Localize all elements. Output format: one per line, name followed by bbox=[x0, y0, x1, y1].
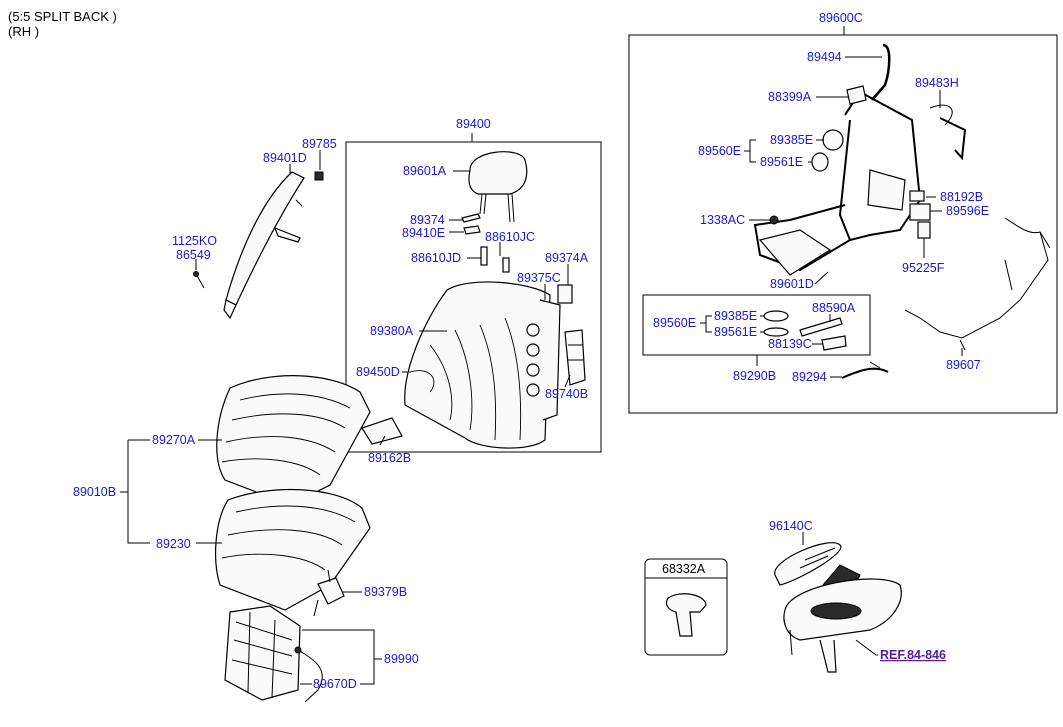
part-number-89401D: 89401D bbox=[263, 151, 307, 165]
diagram-title-side: (RH ) bbox=[8, 24, 40, 39]
part-number-95225F: 95225F bbox=[902, 261, 945, 275]
part-number-89410E: 89410E bbox=[402, 226, 445, 240]
part-number-89450D: 89450D bbox=[356, 365, 400, 379]
part-number-89385E-upper: 89385E bbox=[770, 133, 813, 147]
part-number-89380A: 89380A bbox=[370, 324, 414, 338]
leader-lines bbox=[120, 56, 963, 685]
frame-group-box bbox=[628, 34, 1058, 414]
reference-link[interactable]: REF.84-846 bbox=[880, 648, 946, 662]
part-number-89374: 89374 bbox=[410, 213, 445, 227]
diagram-title-variant: (5:5 SPLIT BACK ) bbox=[8, 9, 117, 24]
part-number-88192B: 88192B bbox=[940, 190, 983, 204]
part-number-89601D: 89601D bbox=[770, 277, 814, 291]
part-number-1125KO: 1125KO bbox=[172, 234, 217, 248]
part-number-89374A: 89374A bbox=[545, 251, 589, 265]
part-number-89607: 89607 bbox=[946, 358, 981, 372]
part-labels: 89785 89401D 1125KO 86549 89400 89601A 8… bbox=[73, 11, 989, 691]
part-number-89385E-lower: 89385E bbox=[714, 309, 757, 323]
module-drawing bbox=[313, 569, 345, 617]
headrest-drawing bbox=[461, 151, 573, 304]
part-number-89560E-lower: 89560E bbox=[653, 316, 696, 330]
part-number-89375C: 89375C bbox=[517, 271, 561, 285]
part-number-89601A: 89601A bbox=[403, 164, 447, 178]
lumbar-drawing bbox=[763, 310, 847, 351]
part-number-1338AC: 1338AC bbox=[700, 213, 745, 227]
part-number-68332A: 68332A bbox=[662, 562, 706, 576]
cushion-cover-drawing bbox=[216, 375, 403, 506]
part-number-88610JD: 88610JD bbox=[411, 251, 461, 265]
part-number-89785: 89785 bbox=[302, 137, 337, 151]
accessory-box bbox=[644, 558, 728, 656]
part-number-88610JC: 88610JC bbox=[485, 230, 535, 244]
part-number-89670D: 89670D bbox=[313, 677, 357, 691]
part-number-86549: 86549 bbox=[176, 248, 211, 262]
part-number-88590A: 88590A bbox=[812, 301, 856, 315]
part-number-89560E-upper: 89560E bbox=[698, 144, 741, 158]
part-number-89270A: 89270A bbox=[152, 433, 196, 447]
part-number-89290B: 89290B bbox=[733, 369, 776, 383]
part-number-88399A: 88399A bbox=[768, 90, 812, 104]
knob-drawing bbox=[665, 593, 707, 637]
part-number-89483H: 89483H bbox=[915, 76, 959, 90]
seat-frame-drawing bbox=[753, 43, 1051, 351]
part-number-89990: 89990 bbox=[384, 652, 419, 666]
part-number-89230: 89230 bbox=[156, 537, 191, 551]
part-number-89740B: 89740B bbox=[545, 387, 588, 401]
part-number-89294: 89294 bbox=[792, 370, 827, 384]
armrest-drawing bbox=[774, 542, 902, 673]
backrest-drawing bbox=[404, 281, 586, 449]
backrest-group-box bbox=[345, 141, 602, 453]
part-number-89494: 89494 bbox=[807, 50, 842, 64]
part-number-89561E-upper: 89561E bbox=[760, 155, 803, 169]
part-number-96140C: 96140C bbox=[769, 519, 813, 533]
part-number-89379B: 89379B bbox=[364, 585, 407, 599]
part-number-88139C: 88139C bbox=[768, 337, 812, 351]
cable-drawing bbox=[841, 361, 889, 379]
cushion-frame-drawing bbox=[224, 605, 323, 703]
part-number-89600C: 89600C bbox=[819, 11, 863, 25]
side-bolster-drawing bbox=[193, 171, 324, 320]
part-number-89596E: 89596E bbox=[946, 204, 989, 218]
part-number-89162B: 89162B bbox=[368, 451, 411, 465]
part-number-89010B: 89010B bbox=[73, 485, 116, 499]
part-number-89400: 89400 bbox=[456, 117, 491, 131]
part-number-89561E-lower: 89561E bbox=[714, 325, 757, 339]
